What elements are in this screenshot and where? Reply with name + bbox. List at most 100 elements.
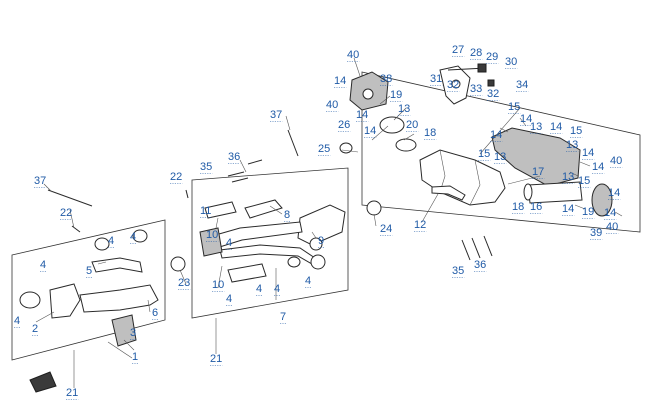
callout-22: 22 (170, 171, 182, 183)
callout-30: 30 (505, 56, 517, 68)
callout-40: 40 (347, 49, 359, 61)
flange-seal (339, 142, 353, 154)
bracket-bolt-head (477, 63, 487, 73)
callout-13: 13 (566, 139, 578, 151)
callout-40: 40 (326, 99, 338, 111)
callout-4: 4 (305, 275, 311, 287)
callout-14: 14 (364, 125, 376, 137)
front-pipe-assembly (19, 189, 159, 393)
pipe-gasket-ring (395, 138, 417, 152)
callout-31: 31 (430, 73, 442, 85)
gasket-24 (366, 200, 382, 216)
callout-36: 36 (228, 151, 240, 163)
callout-4: 4 (14, 315, 20, 327)
callout-23: 23 (178, 277, 190, 289)
clamp-4-top-right (132, 229, 148, 243)
callout-13: 13 (398, 103, 410, 115)
callout-12: 12 (414, 219, 426, 231)
callout-27: 27 (452, 44, 464, 56)
callout-14: 14 (356, 109, 368, 121)
callout-28: 28 (470, 47, 482, 59)
callout-14: 14 (490, 129, 502, 141)
callouts: 40 27 28 29 30 38 31 32 33 32 34 14 40 1… (14, 44, 623, 400)
callout-32: 32 (487, 88, 499, 100)
clamp-4-top-left (94, 237, 110, 251)
callout-15: 15 (508, 101, 520, 113)
callout-11: 11 (200, 205, 211, 217)
callout-14: 14 (562, 203, 574, 215)
callout-4: 4 (226, 293, 232, 305)
callout-15: 15 (478, 148, 490, 160)
callout-14: 14 (608, 187, 620, 199)
heat-shield-lower (227, 263, 267, 283)
callout-10: 10 (212, 279, 224, 291)
mid-pipe-lower (219, 244, 316, 265)
header-bracket-3 (111, 314, 137, 347)
callout-13: 13 (494, 151, 506, 163)
tailpipe-gasket (523, 183, 533, 201)
callout-21: 21 (66, 387, 78, 399)
callout-16: 16 (530, 201, 542, 213)
callout-4: 4 (40, 259, 46, 271)
gasket-4-left (19, 291, 41, 309)
o2-sensor-37 (287, 129, 299, 157)
callout-14: 14 (604, 207, 616, 219)
callout-20: 20 (406, 119, 418, 131)
header-pipe-5 (91, 257, 143, 273)
callout-38: 38 (380, 73, 392, 85)
callout-14: 14 (550, 121, 562, 133)
callout-15: 15 (570, 125, 582, 137)
callout-10: 10 (206, 229, 218, 241)
clamp-4-center (310, 254, 326, 270)
callout-18: 18 (512, 201, 524, 213)
header-pipe-6 (79, 284, 159, 313)
callout-9: 9 (318, 235, 324, 247)
callout-26: 26 (338, 119, 350, 131)
callout-7: 7 (280, 311, 286, 323)
callout-33: 33 (470, 83, 482, 95)
callout-21: 21 (210, 353, 222, 365)
fastener-set-right (499, 117, 623, 217)
callout-2: 2 (32, 323, 38, 335)
callout-4: 4 (130, 231, 136, 243)
callout-5: 5 (86, 265, 92, 277)
callout-14: 14 (334, 75, 346, 87)
muffler-inlet-pipe (431, 185, 466, 201)
front-pipe-group-frame (11, 219, 166, 361)
callout-32: 32 (447, 79, 459, 91)
muffler-heat-shield (491, 127, 581, 187)
header-flange-2 (49, 283, 81, 319)
callout-25: 25 (318, 143, 330, 155)
callout-4: 4 (256, 283, 262, 295)
mount-bolt-22 (185, 189, 189, 199)
callout-19: 19 (390, 89, 402, 101)
callout-40: 40 (606, 221, 618, 233)
callout-14: 14 (582, 147, 594, 159)
callout-35: 35 (200, 161, 212, 173)
callout-6: 6 (152, 307, 158, 319)
callout-13: 13 (562, 171, 574, 183)
muffler-group-frame (361, 71, 641, 233)
group-frames (11, 71, 641, 361)
callout-40: 40 (610, 155, 622, 167)
callout-34: 34 (516, 79, 528, 91)
catalyst-assembly (170, 129, 382, 283)
callout-14: 14 (592, 161, 604, 173)
callout-1: 1 (132, 351, 138, 363)
header-flange (199, 227, 223, 257)
heat-shield-upper (244, 199, 283, 219)
callout-3: 3 (130, 327, 136, 339)
o2-sensor-37-left (47, 189, 93, 207)
callout-29: 29 (486, 51, 498, 63)
bracket-nut (487, 79, 495, 87)
callout-37: 37 (270, 109, 282, 121)
center-studs (227, 159, 263, 183)
callout-22: 22 (60, 207, 72, 219)
callout-14: 14 (520, 113, 532, 125)
muffler-assembly (339, 63, 623, 261)
tailpipe-end-cap (591, 183, 613, 217)
inlet-heat-shield-hole (362, 88, 374, 100)
callout-35: 35 (452, 265, 464, 277)
mount-bolt-22-left (71, 225, 81, 233)
